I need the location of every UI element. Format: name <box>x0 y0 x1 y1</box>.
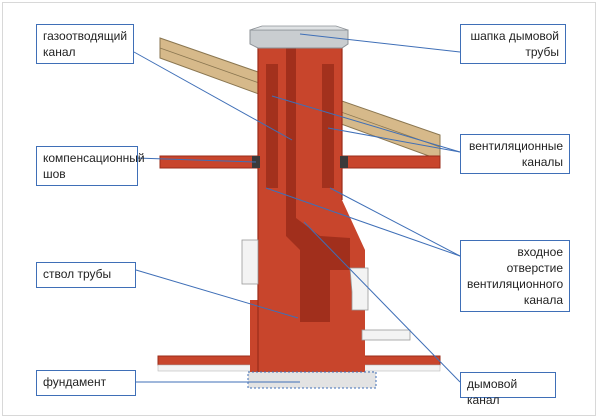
label-smoke-channel: дымовой канал <box>460 372 556 407</box>
label-vent-inlet-line3: канала <box>523 293 563 307</box>
vent-inlet-block-right <box>349 267 369 311</box>
label-chimney-cap-line2: трубы <box>525 45 559 59</box>
label-chimney-cap-line1: шапка дымовой <box>470 29 560 43</box>
label-ventilation-channels-line2: каналы <box>521 155 563 169</box>
vent-inlet-block-left <box>241 239 259 285</box>
label-foundation-line1: фундамент <box>43 375 107 389</box>
diagram-border <box>2 2 596 416</box>
label-gas-channel-line2: канал <box>43 45 76 59</box>
label-vent-inlet-line2: вентиляционного <box>467 277 564 291</box>
vent-channel-left <box>266 64 278 188</box>
label-compensation-seam: компенсационный шов <box>36 146 145 186</box>
label-compensation-seam-line2: шов <box>43 167 66 181</box>
label-compensation-seam-line1: компенсационный <box>43 151 145 165</box>
label-ventilation-channels-line1: вентиляционные <box>468 139 563 153</box>
label-vent-inlet: входное отверстие вентиляционного канала <box>460 240 570 312</box>
chimney-cap-top <box>249 25 349 31</box>
label-gas-channel: газоотводящий канал <box>36 24 134 64</box>
vent-channel-right <box>322 64 334 188</box>
label-pipe-trunk: ствол трубы <box>36 262 136 288</box>
foundation-slab <box>247 371 377 389</box>
leader-lines <box>133 33 461 383</box>
chimney-cap <box>249 29 349 49</box>
label-gas-channel-line1: газоотводящий <box>43 29 128 43</box>
label-ventilation-channels: вентиляционные каналы <box>460 134 570 174</box>
label-foundation: фундамент <box>36 370 136 396</box>
label-chimney-cap: шапка дымовой трубы <box>460 24 566 64</box>
label-pipe-trunk-line1: ствол трубы <box>43 267 112 281</box>
label-smoke-channel-line1: дымовой канал <box>467 377 518 407</box>
label-vent-inlet-line1: входное отверстие <box>506 245 563 275</box>
compensation-seam-right <box>340 156 348 168</box>
connector-pipe <box>361 329 411 341</box>
